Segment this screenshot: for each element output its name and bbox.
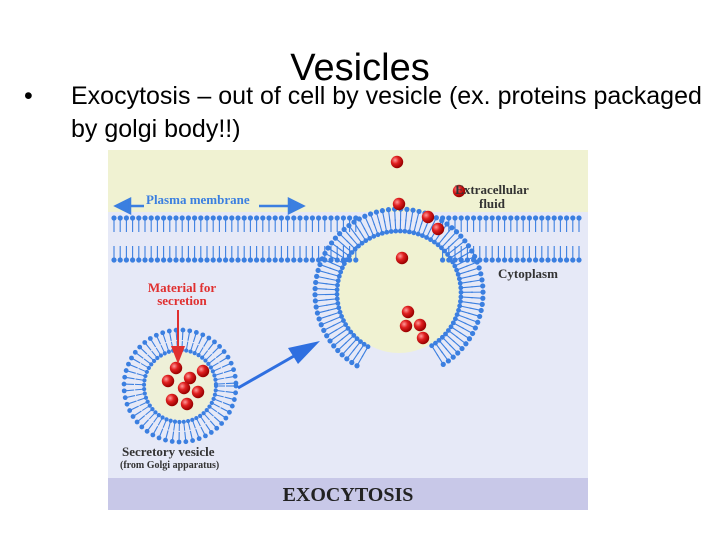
exocytosis-figure: Plasma membrane Extracellular fluid Cyto… bbox=[108, 150, 588, 510]
extracellular-label-2: fluid bbox=[479, 196, 506, 211]
bullet-text: Exocytosis – out of cell by vesicle (ex.… bbox=[71, 82, 702, 143]
secretion-particle bbox=[180, 397, 194, 411]
secretion-particle bbox=[421, 210, 435, 224]
secretion-particle bbox=[390, 155, 404, 169]
caption-band bbox=[108, 478, 588, 510]
exocytosis-caption: EXOCYTOSIS bbox=[283, 484, 414, 506]
secretion-particle bbox=[165, 393, 179, 407]
slide-title: Vesicles bbox=[290, 47, 430, 89]
secretion-particle bbox=[401, 305, 415, 319]
secretion-particle bbox=[161, 374, 175, 388]
bullet-symbol: • bbox=[24, 82, 33, 110]
plasma-membrane-bilayer bbox=[111, 215, 582, 263]
secretion-particle bbox=[395, 251, 409, 265]
fused-vesicle-membrane bbox=[312, 206, 486, 369]
secretion-particles bbox=[161, 155, 466, 411]
secretion-particle bbox=[392, 197, 406, 211]
material-label-2: secretion bbox=[157, 293, 207, 308]
secretion-particle bbox=[191, 385, 205, 399]
secretion-particle bbox=[452, 184, 466, 198]
secretion-particle bbox=[431, 222, 445, 236]
plasma-membrane-label: Plasma membrane bbox=[146, 192, 250, 207]
secretion-particle bbox=[413, 318, 427, 332]
secretion-particle bbox=[196, 364, 210, 378]
secretion-particle bbox=[169, 361, 183, 375]
material-label-1: Material for bbox=[148, 280, 216, 295]
material-arrow bbox=[171, 310, 185, 364]
cytoplasm-label: Cytoplasm bbox=[498, 266, 558, 281]
secretory-vesicle-label-2: (from Golgi apparatus) bbox=[120, 460, 219, 471]
vesicle-transport-arrow bbox=[237, 341, 320, 390]
secretion-particle bbox=[416, 331, 430, 345]
plasma-membrane-label-bg bbox=[144, 190, 259, 208]
exocytosis-diagram: Plasma membrane Extracellular fluid Cyto… bbox=[108, 150, 588, 510]
secretion-particle bbox=[183, 371, 197, 385]
fused-vesicle-lumen bbox=[339, 233, 459, 353]
secretion-particle bbox=[177, 381, 191, 395]
secretory-vesicle-label-1: Secretory vesicle bbox=[122, 444, 215, 459]
extracellular-label-1: Extracellular bbox=[455, 182, 529, 197]
secretion-particle bbox=[399, 319, 413, 333]
